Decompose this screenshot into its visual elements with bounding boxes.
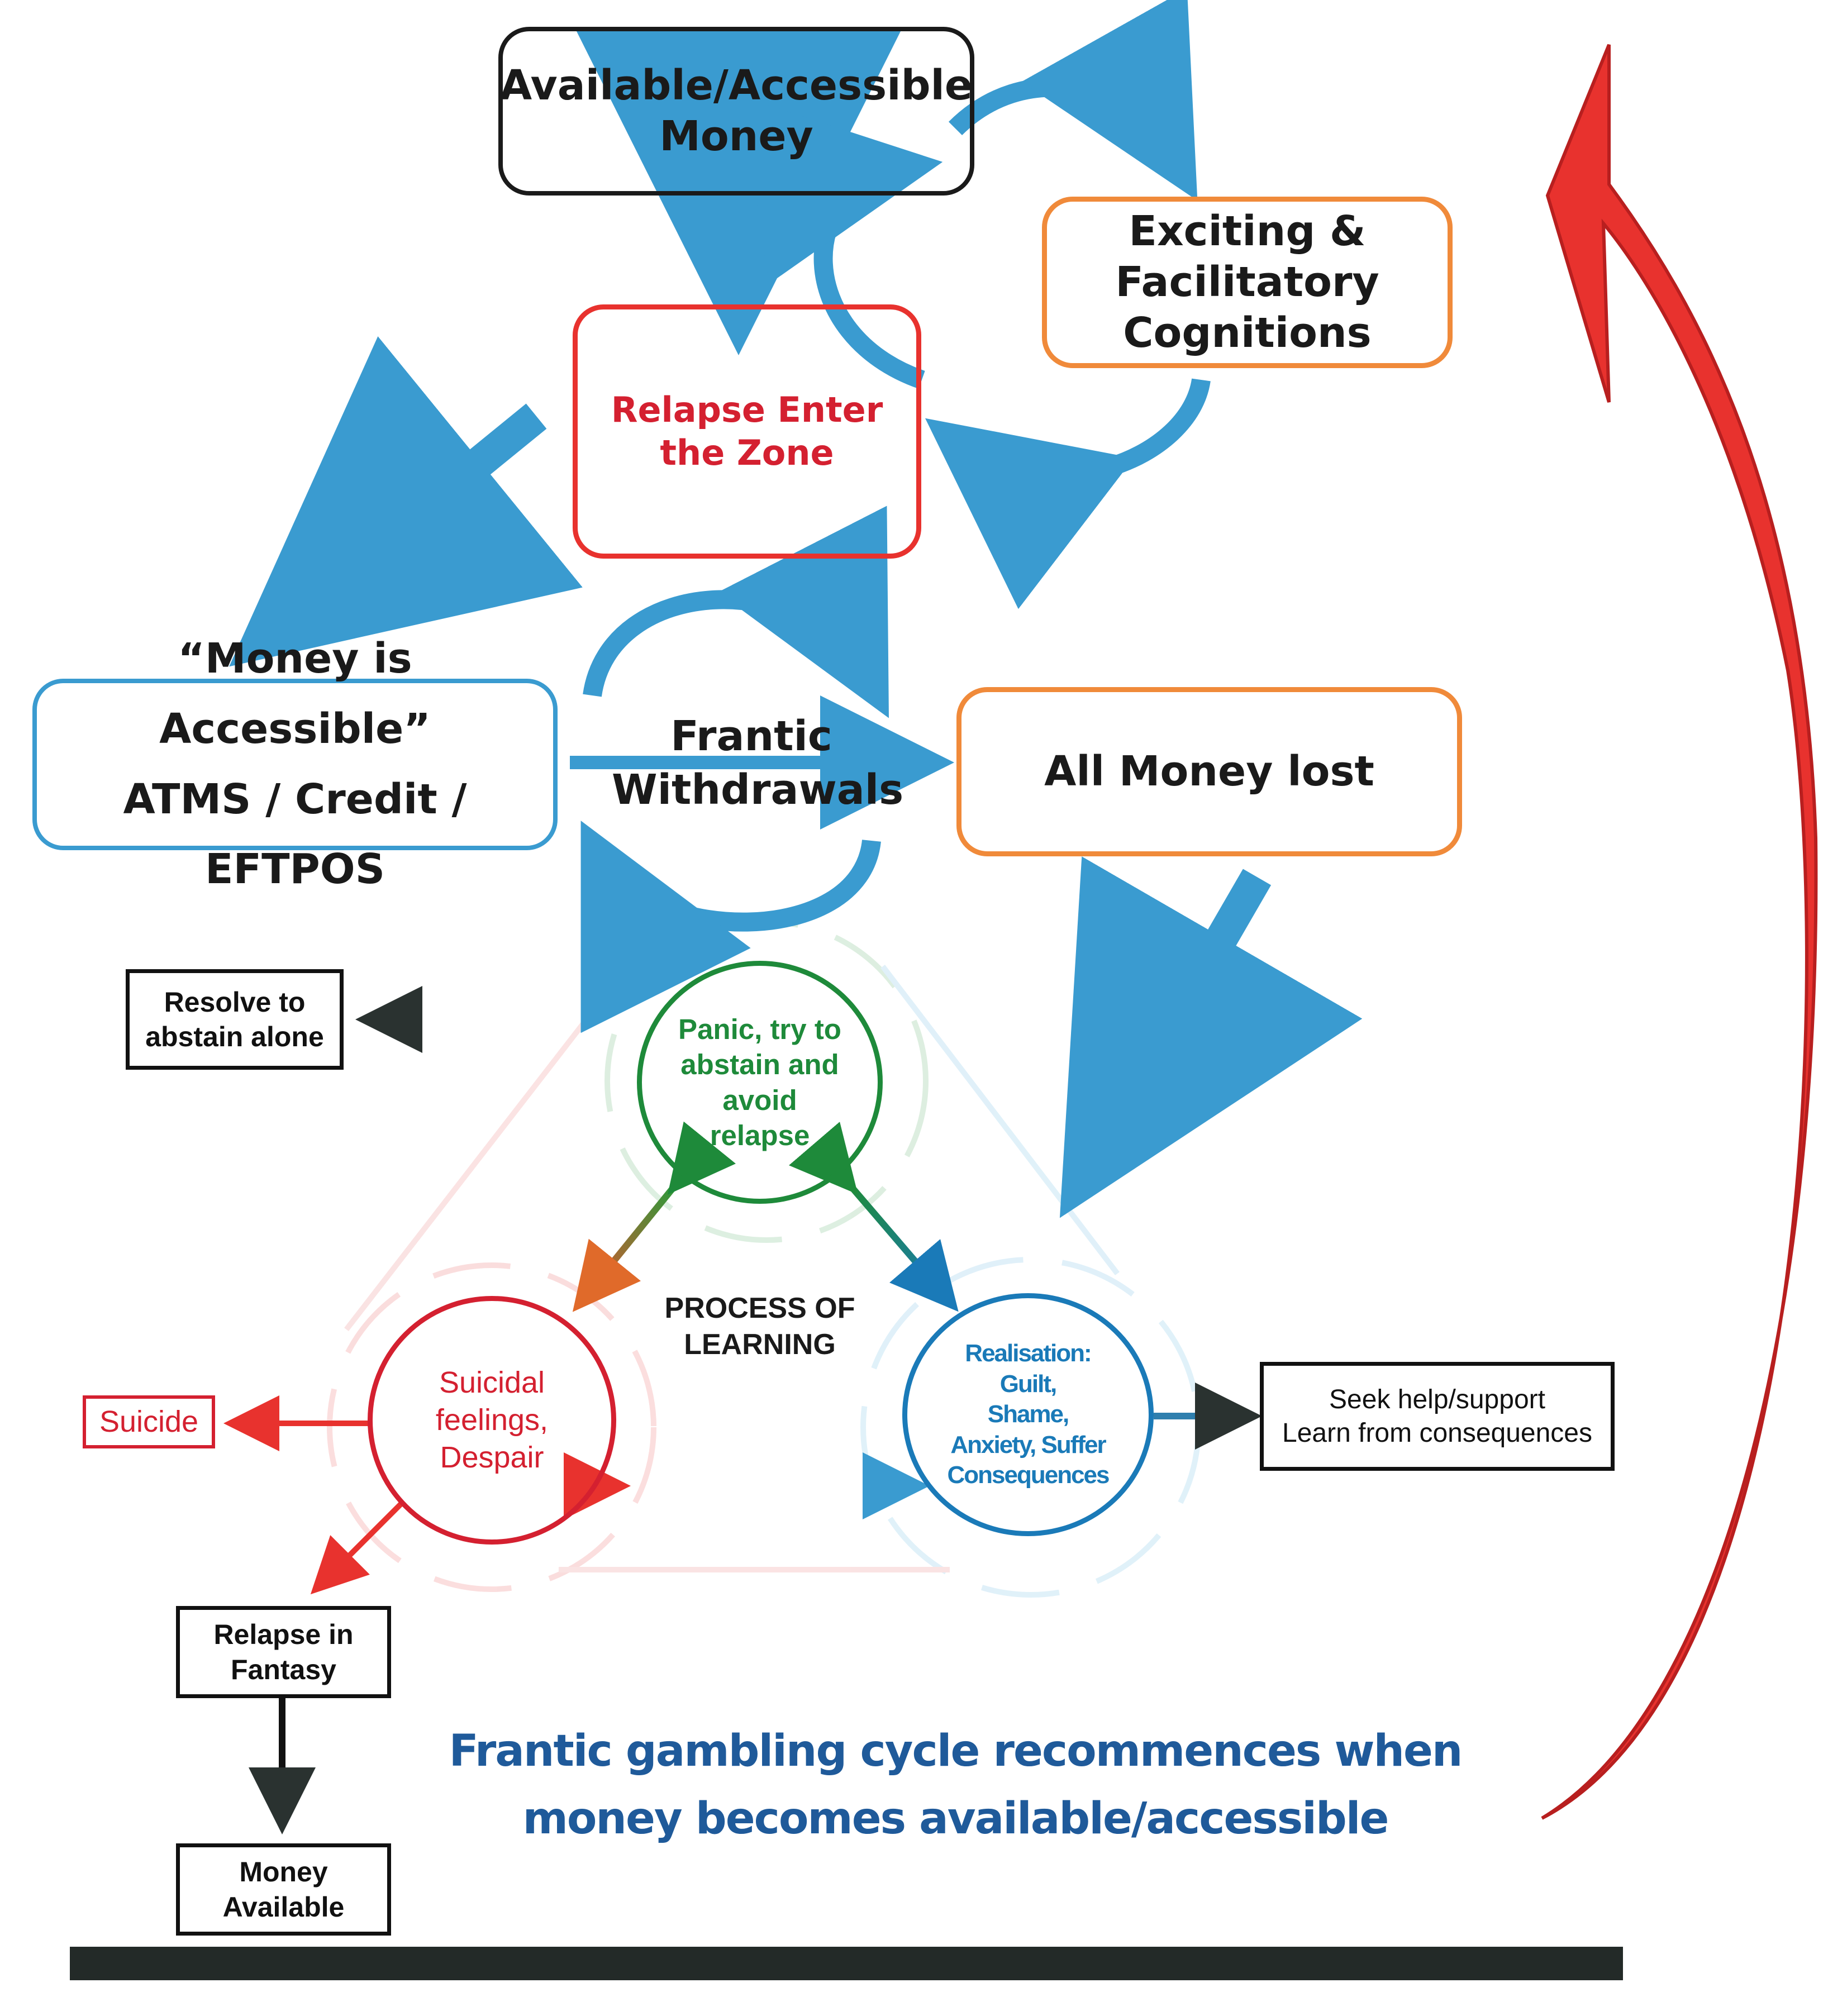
money-accessible-line1: “Money is Accessible” xyxy=(159,634,431,753)
realisation-line3: Shame, xyxy=(987,1400,1070,1428)
arrow-withdrawals-loop-bottom xyxy=(580,821,881,1033)
panic-line3: avoid xyxy=(722,1084,797,1116)
realisation-line4: Anxiety, Suffer xyxy=(950,1431,1106,1459)
suicidal-line1: Suicidal xyxy=(439,1366,545,1400)
cognitions-line1: Exciting & xyxy=(1129,207,1366,255)
realisation-circle: Realisation: Guilt, Shame, Anxiety, Suff… xyxy=(902,1293,1154,1536)
available-money-line2: Money xyxy=(659,112,813,160)
money-available-box: Money Available xyxy=(176,1843,391,1936)
red-return-arrow xyxy=(1541,44,1818,1820)
arrow-zone-to-accessible xyxy=(229,336,583,667)
realisation-line5: Consequences xyxy=(947,1461,1110,1489)
frantic-withdrawals-line1: Frantic xyxy=(670,712,832,760)
money-accessible-box: “Money is Accessible” ATMS / Credit / EF… xyxy=(32,635,558,893)
suicidal-line2: feelings, xyxy=(435,1403,549,1437)
resolve-line1: Resolve to xyxy=(164,986,306,1018)
frantic-withdrawals-line2: Withdrawals xyxy=(612,766,904,814)
arrow-panic-suicidal xyxy=(572,1121,736,1312)
relapse-fantasy-box: Relapse in Fantasy xyxy=(176,1606,391,1698)
relapse-zone-box: Relapse Enter the Zone xyxy=(573,304,921,559)
money-available-line1: Money xyxy=(239,1856,328,1888)
cycle-caption: Frantic gambling cycle recommences when … xyxy=(425,1718,1486,1853)
relapse-zone-line2: the Zone xyxy=(660,432,834,473)
realisation-line1: Realisation: xyxy=(965,1340,1092,1367)
panic-line1: Panic, try to xyxy=(678,1013,841,1046)
cognitions-line3: Cognitions xyxy=(1123,309,1372,357)
arrow-lost-to-cycle xyxy=(1059,856,1363,1218)
panic-line2: abstain and xyxy=(680,1048,839,1081)
available-money-box: Available/Accessible Money xyxy=(498,27,974,196)
fantasy-line1: Relapse in xyxy=(213,1619,354,1650)
suicidal-circle: Suicidal feelings, Despair xyxy=(368,1296,616,1545)
all-money-lost-box: All Money lost xyxy=(956,687,1462,856)
footer-bar xyxy=(70,1947,1623,1980)
panic-line4: relapse xyxy=(710,1119,810,1151)
arrow-zone-to-money xyxy=(740,96,943,389)
suicide-box: Suicide xyxy=(83,1395,215,1448)
suicide-label: Suicide xyxy=(99,1404,199,1438)
arrow-withdrawals-loop-top xyxy=(583,506,889,718)
available-money-line1: Available/Accessible xyxy=(499,61,973,109)
arrow-cognitions-to-zone xyxy=(925,378,1211,609)
resolve-box: Resolve to abstain alone xyxy=(126,969,344,1070)
arrow-money-to-cognitions xyxy=(948,0,1198,201)
arrow-suicidal-to-fantasy xyxy=(310,1500,404,1595)
relapse-zone-line1: Relapse Enter xyxy=(611,389,883,431)
realisation-line2: Guilt, xyxy=(999,1370,1057,1398)
suicidal-line3: Despair xyxy=(440,1440,544,1474)
money-available-line2: Available xyxy=(222,1891,345,1923)
resolve-line2: abstain alone xyxy=(145,1021,324,1052)
seek-line2: Learn from consequences xyxy=(1282,1418,1592,1448)
cognitions-box: Exciting & Facilitatory Cognitions xyxy=(1042,197,1453,368)
all-money-lost-label: All Money lost xyxy=(1044,747,1374,795)
seek-help-box: Seek help/support Learn from consequence… xyxy=(1260,1362,1615,1471)
caption-line1: Frantic gambling cycle recommences when xyxy=(449,1726,1463,1776)
cognitions-line2: Facilitatory xyxy=(1115,258,1379,306)
caption-line2: money becomes available/accessible xyxy=(522,1793,1389,1844)
seek-line1: Seek help/support xyxy=(1329,1384,1545,1414)
learning-line1: PROCESS OF xyxy=(664,1292,855,1324)
money-accessible-line2: ATMS / Credit / EFTPOS xyxy=(123,775,467,894)
fantasy-line2: Fantasy xyxy=(231,1653,336,1685)
arrow-panic-realisation xyxy=(788,1122,959,1312)
process-of-learning-label: PROCESS OF LEARNING xyxy=(642,1290,877,1363)
learning-line2: LEARNING xyxy=(684,1328,836,1361)
frantic-withdrawals-label: Frantic Withdrawals xyxy=(612,709,904,817)
panic-circle: Panic, try to abstain and avoid relapse xyxy=(637,961,883,1204)
